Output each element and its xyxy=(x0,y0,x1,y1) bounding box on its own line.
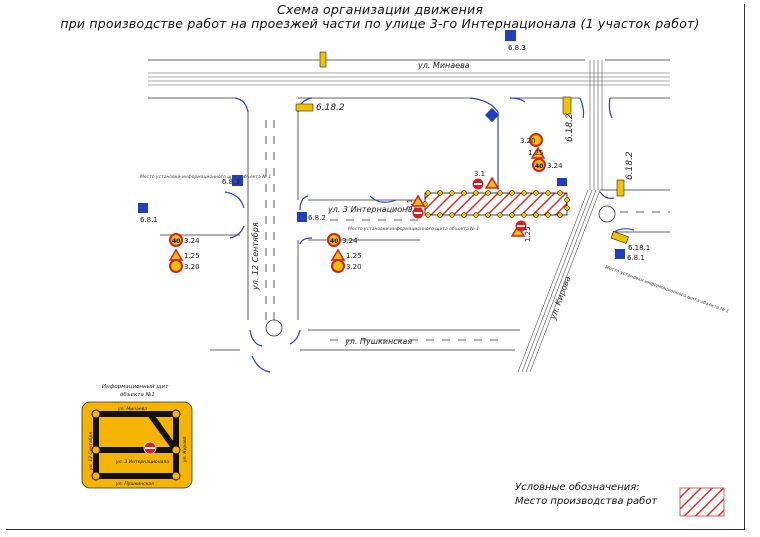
sign-label-1-25-c: 1.25 xyxy=(528,149,544,157)
svg-text:ул. Пушкинская: ул. Пушкинская xyxy=(115,481,154,487)
street-label-internatsionala: ул. 3 Интернационала xyxy=(327,205,422,214)
street-label-pushkinskaya: ул. Пушкинская xyxy=(344,337,412,346)
work-zone xyxy=(422,190,570,218)
svg-text:40: 40 xyxy=(172,238,180,245)
svg-text:ул. Минаева: ул. Минаева xyxy=(117,406,147,412)
road-edges xyxy=(148,59,670,351)
street-label-kirova: ул. Кирова xyxy=(548,275,572,322)
info-board-mini-map: Информационный щит объекта №1 ул. Минаев… xyxy=(81,384,193,489)
sign-label-6-8-1-right: 6.8.1 xyxy=(627,254,645,262)
prohibition-signs xyxy=(169,133,543,273)
street-label-sentyabrya: ул. 12 Сентября xyxy=(251,222,260,291)
sign-label-3-24-b: 3.24 xyxy=(342,237,358,245)
svg-text:ул. 3 Интернационала: ул. 3 Интернационала xyxy=(115,459,169,465)
sign-label-3-20-b: 3.20 xyxy=(346,263,362,271)
sign-label-3-24-c: 3.24 xyxy=(547,162,563,170)
legend-heading: Условные обозначения: xyxy=(515,482,640,493)
diagram-subtitle: при производстве работ на проезжей части… xyxy=(60,16,700,31)
sign-label-6-18-2-b: 6.18.2 xyxy=(565,113,575,142)
street-label-minaeva: ул. Минаева xyxy=(417,61,470,70)
legend-work-zone-label: Место производства работ xyxy=(515,496,658,507)
legend-work-zone-swatch xyxy=(679,487,725,517)
sign-label-3-20-c: 3.20 xyxy=(520,137,536,145)
sign-label-3-24-a: 3.24 xyxy=(184,237,200,245)
speed-sign-right: 40 xyxy=(532,158,546,172)
sign-label-1-25-a: 1.25 xyxy=(184,252,200,260)
annotation-info-board-left: Место установки информационного щита объ… xyxy=(140,174,271,180)
sign-label-6-18-1: 6.18.1 xyxy=(628,244,650,252)
svg-text:объекта №1: объекта №1 xyxy=(120,392,155,398)
sign-label-6-8-1-left: 6.8.1 xyxy=(140,216,158,224)
svg-text:40: 40 xyxy=(330,238,338,245)
sign-label-6-18-2-c: 6.18.2 xyxy=(625,151,635,180)
svg-text:ул. Кирова: ул. Кирова xyxy=(182,436,188,463)
tram-tracks-minaeva xyxy=(148,72,670,86)
annotation-info-board-right: Место установки информационного щита объ… xyxy=(604,264,729,315)
sign-label-6-8-2: 6.8.2 xyxy=(308,214,326,222)
detour-signs-6-18 xyxy=(295,51,629,244)
sign-label-6-18-2-a: 6.18.2 xyxy=(316,103,345,113)
sign-label-6-8-3-top: 6.8.3 xyxy=(508,44,526,52)
svg-text:ул. 12 Сентября: ул. 12 Сентября xyxy=(88,432,94,471)
sign-label-1-25-b: 1.25 xyxy=(346,252,362,260)
sign-label-3-1-b: 3.1 xyxy=(474,170,485,178)
information-board-signs xyxy=(138,30,625,259)
speed-limit-signs: 40 40 40 xyxy=(169,158,546,247)
diagram-title: Схема организации движения xyxy=(276,2,484,17)
svg-text:Информационный щит: Информационный щит xyxy=(102,384,169,390)
sign-label-6-8-3-left: 6.8.3 xyxy=(222,178,240,186)
sign-label-3-1-a: 3.1 xyxy=(406,199,414,210)
curb-lines xyxy=(224,97,635,373)
lane-markings xyxy=(265,120,670,341)
drawing-frame xyxy=(6,4,745,530)
annotation-info-board-mid: Место установки информационного щита объ… xyxy=(348,226,479,232)
tram-tracks-kirova xyxy=(517,60,603,373)
sign-label-1-25-d: 1.25 xyxy=(524,226,532,242)
speed-sign-left: 40 xyxy=(169,233,183,247)
svg-text:40: 40 xyxy=(535,163,543,170)
speed-sign-mid: 40 xyxy=(327,233,341,247)
roundabout-kirova xyxy=(598,205,616,223)
sign-label-3-20-a: 3.20 xyxy=(184,263,200,271)
roundabout-pushkinskaya xyxy=(265,319,283,337)
